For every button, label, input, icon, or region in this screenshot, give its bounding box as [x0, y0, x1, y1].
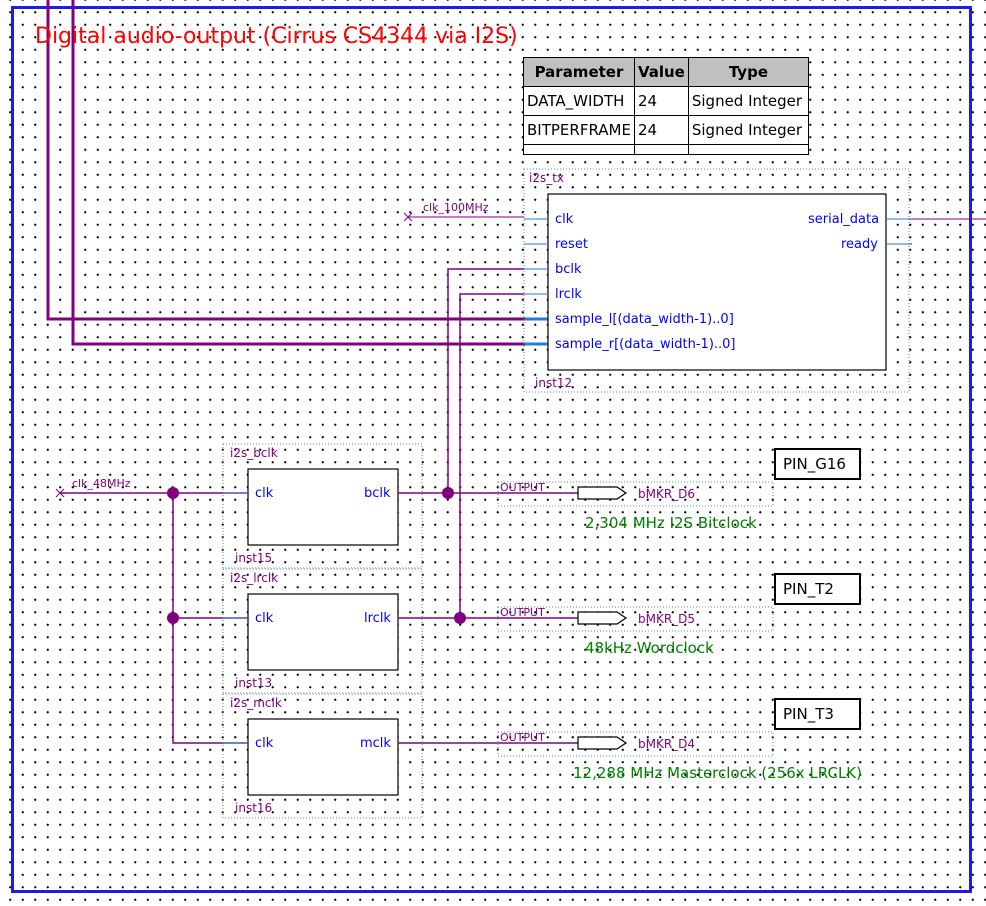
parameter-table: Parameter Value Type DATA_WIDTH 24 Signe…: [523, 57, 810, 155]
pin-assignment: PIN_T3: [774, 698, 861, 730]
port-label: lrclk: [555, 287, 582, 302]
i2s-tx-region: [523, 168, 910, 393]
param-cell: Signed Integer: [687, 86, 810, 116]
i2s-tx-body: [547, 193, 887, 371]
output-port-shape: [577, 611, 628, 625]
port-label: clk: [255, 611, 274, 626]
param-header: Type: [687, 57, 810, 87]
block-name: i2s_bclk: [230, 446, 278, 460]
output-type-label: OUTPUT: [500, 481, 545, 494]
param-cell: 24: [633, 115, 689, 145]
param-cell: DATA_WIDTH: [523, 86, 635, 116]
block-name: i2s_mclk: [230, 696, 282, 710]
instance-name: inst13: [235, 676, 273, 690]
param-cell: 24: [633, 86, 689, 116]
port-label: serial_data: [808, 212, 880, 227]
i2s-mclk-region: [222, 693, 423, 819]
output-comment: 2,304 MHz I2S Bitclock: [585, 514, 757, 532]
port-label: ready: [841, 237, 878, 252]
instance-name: inst15: [235, 551, 273, 565]
i2s-lrclk-region: [222, 568, 423, 694]
port-label: reset: [555, 237, 588, 252]
i2s-bclk-region: [222, 443, 423, 569]
instance-name: inst12: [535, 376, 573, 390]
param-cell: Signed Integer: [687, 115, 810, 145]
port-label: clk: [555, 212, 574, 227]
sample-l-bus: [46, 0, 548, 321]
instance-name: inst16: [235, 801, 273, 815]
port-label: lrclk: [364, 611, 391, 626]
sample-r-bus: [71, 0, 548, 346]
port-label: bclk: [364, 486, 391, 501]
block-name: i2s_lrclk: [230, 571, 279, 585]
output-comment: 48kHz Wordclock: [585, 639, 714, 657]
output-port-shape: [577, 736, 628, 750]
pin-assignment: PIN_G16: [774, 448, 861, 480]
output-name: bMKR_D5: [638, 612, 696, 626]
output-comment: 12,288 MHz Masterclock (256x LRCLK): [573, 764, 862, 782]
port-label: sample_l[(data_width-1)..0]: [555, 312, 734, 327]
block-name: i2s_tx: [529, 171, 565, 185]
port-label: sample_r[(data_width-1)..0]: [555, 337, 736, 352]
output-type-label: OUTPUT: [500, 731, 545, 744]
net-label: clk_100MHz: [423, 201, 489, 214]
port-label: mclk: [360, 736, 391, 751]
port-label: bclk: [555, 262, 582, 277]
schematic-title: Digital audio-output (Cirrus CS4344 via …: [35, 24, 518, 49]
output-name: bMKR_D4: [638, 737, 696, 751]
output-port-shape: [577, 486, 628, 500]
param-header: Value: [633, 57, 689, 87]
schematic-frame: [11, 6, 972, 893]
port-label: clk: [255, 486, 274, 501]
param-header: Parameter: [523, 57, 635, 87]
junction: [454, 612, 466, 624]
junction: [167, 612, 179, 624]
junction: [167, 487, 179, 499]
pin-assignment: PIN_T2: [774, 573, 861, 605]
junction: [442, 487, 454, 499]
param-cell: BITPERFRAME: [523, 115, 635, 145]
output-type-label: OUTPUT: [500, 606, 545, 619]
net-label: clk_48MHz: [72, 477, 131, 490]
port-label: clk: [255, 736, 274, 751]
output-name: bMKR_D6: [638, 487, 696, 501]
